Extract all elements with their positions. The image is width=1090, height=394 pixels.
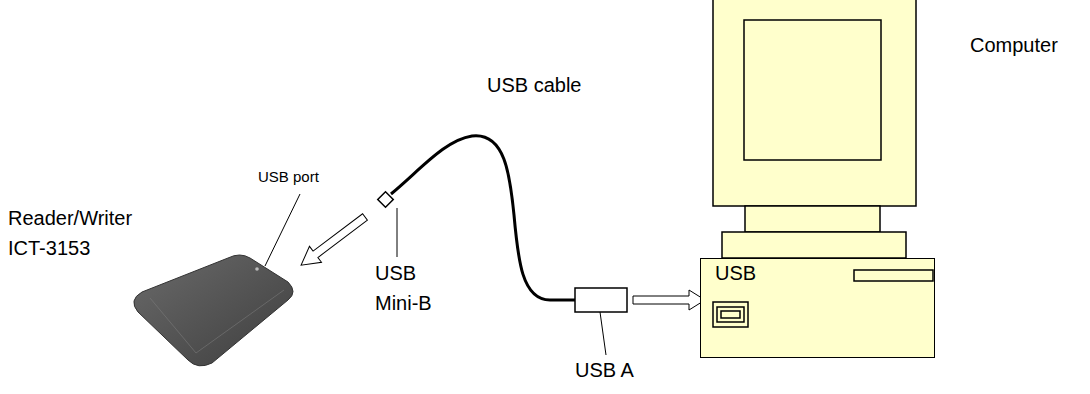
text-label: Reader/Writer ICT-3153 — [8, 203, 158, 263]
leader-line — [265, 194, 300, 266]
text-label: Computer — [970, 30, 1080, 60]
port-label: USB — [715, 262, 756, 284]
usb-cable — [391, 136, 575, 300]
mini-b-connector — [378, 192, 394, 208]
computer-case: USB — [700, 258, 935, 358]
leader-line — [600, 312, 606, 355]
usb-a-plug — [575, 288, 627, 312]
text-label: USB cable — [487, 70, 627, 100]
text-label: USB port — [258, 167, 348, 187]
computer-monitor — [713, 0, 916, 258]
leader-line — [397, 208, 398, 257]
text-label: USB A — [575, 355, 665, 385]
reader-writer-device — [134, 255, 293, 366]
text-label: USB Mini-B — [375, 258, 445, 318]
hollow-arrow — [295, 209, 371, 273]
hollow-arrow — [633, 290, 705, 310]
